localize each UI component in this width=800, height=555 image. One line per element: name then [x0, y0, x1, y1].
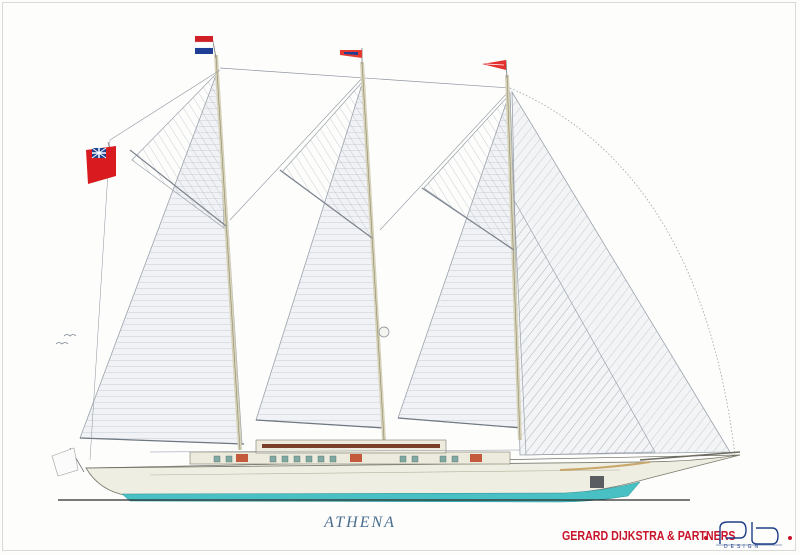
fore-sails: [397, 91, 523, 429]
seagulls: [55, 334, 77, 345]
logo-word: DESIGN: [724, 544, 762, 550]
bowsprit: [639, 451, 741, 461]
mast-stay-2: [379, 89, 511, 231]
backstay: [109, 69, 221, 141]
aft-sails: [79, 69, 245, 445]
hull-name-plate: [590, 476, 604, 488]
designer-name: GERARD DIJKSTRA & PARTNERS: [562, 528, 736, 543]
logo-mark: [704, 521, 792, 546]
hull: [85, 451, 741, 503]
headsails: [511, 90, 731, 456]
mast-stay-1: [229, 74, 366, 221]
dutch-flag: [194, 35, 217, 59]
middle-sails: [255, 77, 385, 429]
ensign-staff-line: [89, 139, 111, 461]
masts: [129, 54, 522, 451]
burgee-flag: [482, 59, 508, 79]
red-ensign-flag: [86, 141, 116, 184]
white-stern-flag: [51, 447, 85, 477]
pennant-flag: [340, 48, 363, 64]
boot-stripe: [121, 481, 641, 503]
superstructure: [149, 439, 521, 465]
triatic-stay: [219, 67, 511, 89]
vessel-name: ATHENA: [324, 514, 396, 531]
